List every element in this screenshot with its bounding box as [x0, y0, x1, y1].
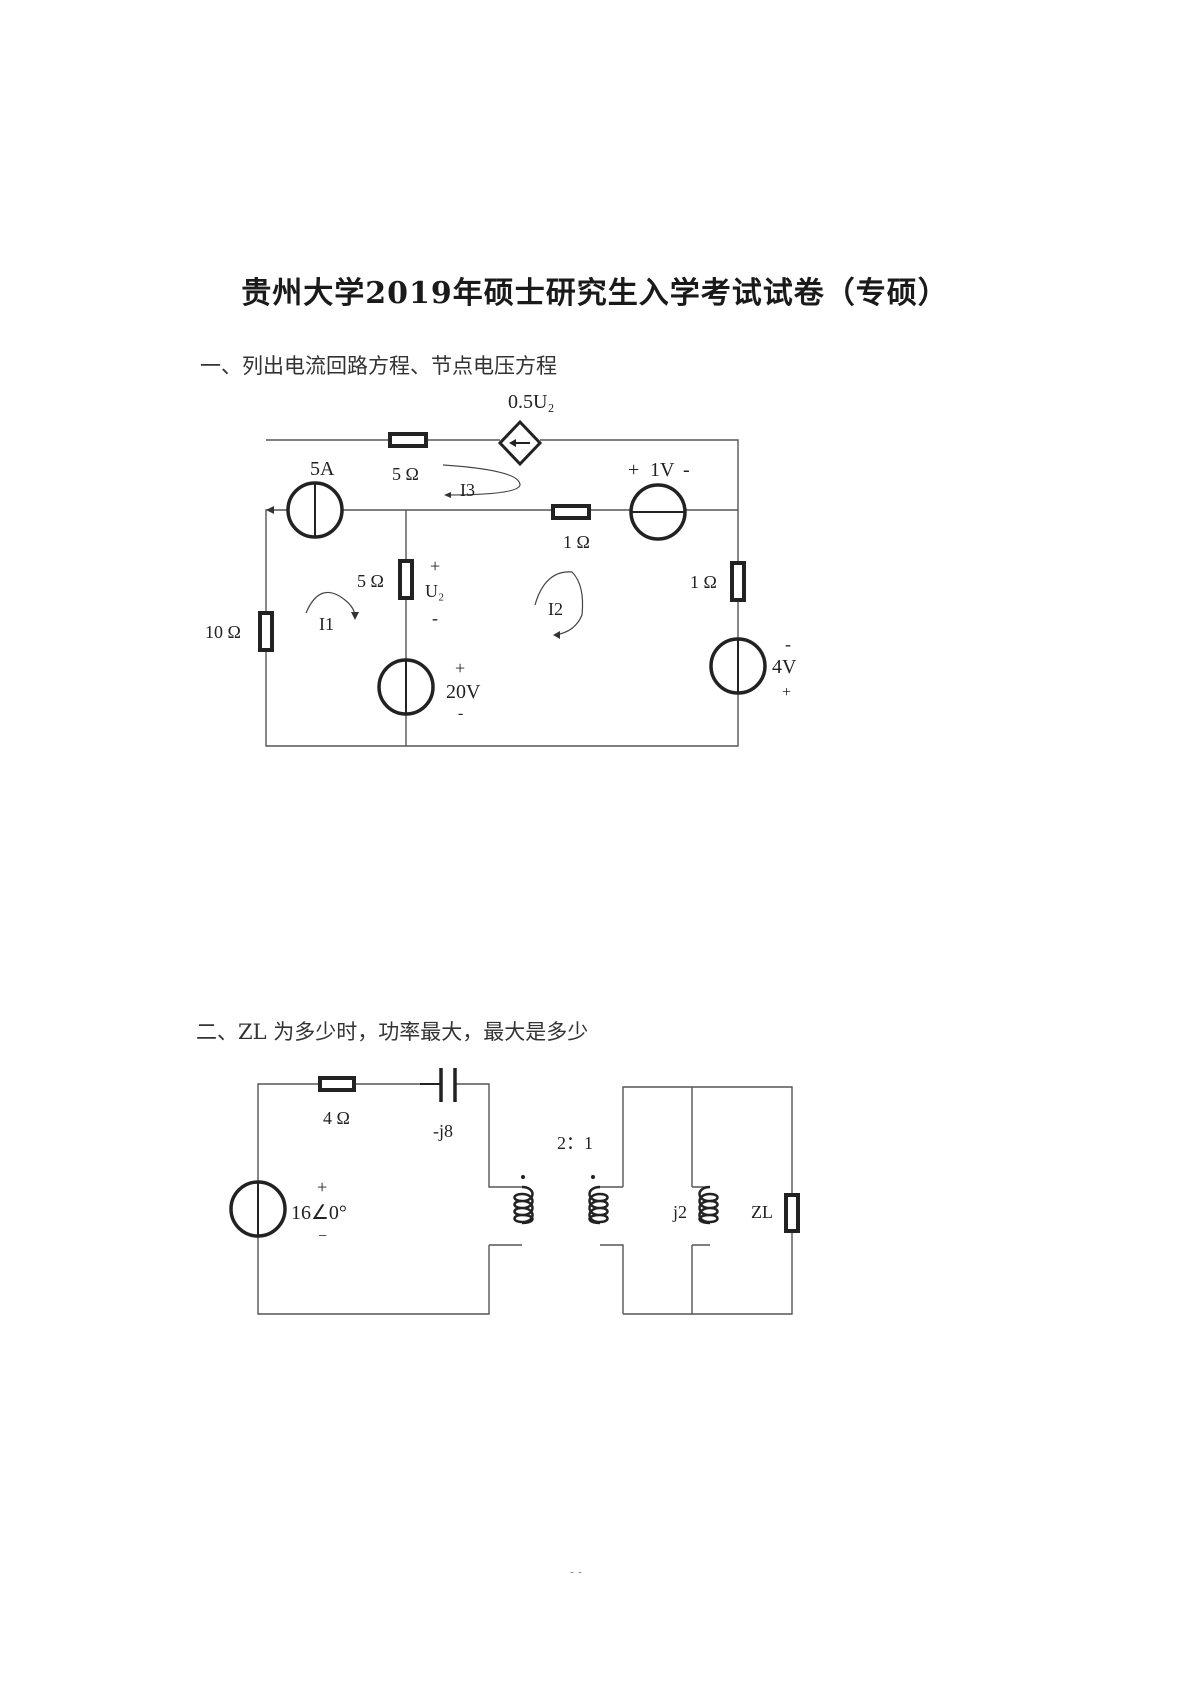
resistor-5ohm-center: [398, 559, 414, 600]
label-u2: U₂: [425, 581, 444, 601]
label-src-plus: +: [317, 1177, 327, 1197]
label-u2-plus: +: [430, 556, 440, 576]
circuit-2: 4 Ω -j8 2：1 + 16∠0° − j2 ZL: [229, 1068, 800, 1315]
voltage-source-1v: [629, 483, 687, 541]
inductor-j2: [698, 1185, 719, 1225]
resistor-10ohm: [258, 611, 274, 652]
label-r-center: 5 Ω: [357, 571, 384, 591]
dependent-current-source: [497, 419, 543, 467]
resistor-4ohm: [318, 1076, 356, 1092]
polarity-dot-primary: [521, 1175, 525, 1179]
polarity-dot-secondary: [591, 1175, 595, 1179]
loop-i3-arrow: [442, 464, 521, 496]
label-dependent-source: 0.5U₂: [508, 391, 554, 413]
label-j8: -j8: [433, 1121, 453, 1141]
label-j2: j2: [672, 1202, 687, 1222]
resistor-1ohm-middle: [551, 504, 591, 520]
resistor-5ohm-top: [388, 432, 428, 448]
transformer-secondary-coil: [588, 1185, 609, 1225]
label-4v-plus: +: [782, 684, 791, 701]
label-r-top: 5 Ω: [392, 464, 419, 484]
label-r-middle: 1 Ω: [563, 532, 590, 552]
capacitor-j8: [420, 1068, 457, 1102]
voltage-source-20v: [377, 658, 435, 716]
label-4v-minus: -: [785, 634, 791, 654]
label-4v: 4V: [772, 656, 797, 678]
voltage-source-4v: [709, 637, 767, 695]
loop-i2-arrow: [534, 571, 584, 636]
label-20v-minus: -: [458, 705, 463, 722]
label-zl: ZL: [751, 1202, 773, 1222]
arrow-left-icon: [266, 506, 274, 514]
label-1v: 1V: [650, 459, 675, 481]
loop-i1-arrow: [305, 591, 356, 618]
current-source-5a: [266, 481, 344, 539]
label-5a: 5A: [310, 458, 335, 480]
transformer-primary-coil: [513, 1185, 534, 1225]
circuit-1: 0.5U₂ 5A 5 Ω I3 + 1V - 1 Ω 5 Ω + U₂ - I1…: [205, 391, 797, 747]
label-20v-plus: +: [455, 658, 465, 678]
exam-title: 贵州大学2019年硕士研究生入学考试试卷（专硕）: [241, 276, 949, 311]
label-loop-i1: I1: [319, 614, 334, 634]
label-20v: 20V: [446, 681, 481, 703]
label-loop-i3: I3: [460, 480, 475, 500]
voltage-source-16v: [229, 1180, 287, 1238]
question-1-text: 一、列出电流回路方程、节点电压方程: [200, 354, 557, 378]
resistor-1ohm-right: [730, 561, 746, 602]
label-1v-minus: -: [683, 459, 690, 481]
label-source: 16∠0°: [291, 1202, 347, 1224]
label-r-right: 1 Ω: [690, 572, 717, 592]
resistor-zl: [784, 1193, 800, 1233]
label-u2-minus: -: [432, 608, 438, 628]
question-2-text: 二、ZL 为多少时，功率最大，最大是多少: [196, 1020, 589, 1044]
page-footer: - -: [570, 1565, 582, 1579]
label-src-minus: −: [318, 1228, 327, 1245]
label-r-left: 10 Ω: [205, 622, 241, 642]
label-1v-plus: +: [628, 459, 639, 481]
label-ratio: 2：1: [557, 1133, 593, 1153]
label-4ohm: 4 Ω: [323, 1108, 350, 1128]
label-loop-i2: I2: [548, 599, 563, 619]
